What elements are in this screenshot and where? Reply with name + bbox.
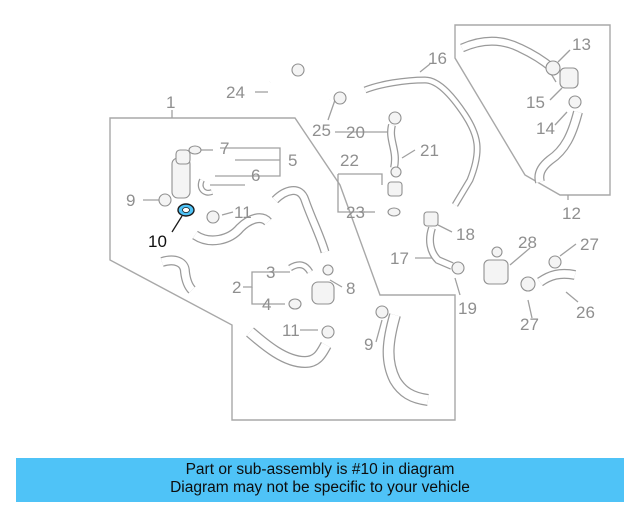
callout-21: 21 [420,141,439,160]
callout-20: 20 [346,123,365,142]
callout-19: 19 [458,299,477,318]
callout-26: 26 [576,303,595,322]
info-banner: Part or sub-assembly is #10 in diagram D… [16,458,624,502]
leader-lines [143,49,579,343]
callout-7: 7 [220,139,229,158]
parts-diagram: 1 2 3 4 5 6 7 8 9 9 10 11 11 12 13 14 15… [109,24,611,421]
callout-28: 28 [518,233,537,252]
callout-9-lower: 9 [364,335,373,354]
callout-22: 22 [340,151,359,170]
callout-10-highlighted: 10 [148,232,167,251]
callout-9-upper: 9 [126,191,135,210]
callout-25: 25 [312,121,331,140]
callout-5: 5 [288,151,297,170]
small-parts [158,60,582,339]
callout-14: 14 [536,119,555,138]
assembly-1-frame [109,117,456,421]
callout-3: 3 [266,263,275,282]
callout-13: 13 [572,35,591,54]
callout-27-upper: 27 [580,235,599,254]
callout-11-upper: 11 [234,203,252,222]
callout-15: 15 [526,93,545,112]
callout-6: 6 [251,166,260,185]
callout-16: 16 [428,49,447,68]
callout-17: 17 [390,249,409,268]
banner-line-part-number: Part or sub-assembly is #10 in diagram [185,461,455,478]
assembly-12-frame [454,24,611,196]
callout-4: 4 [262,295,271,314]
callout-11-lower: 11 [282,321,300,340]
callout-23: 23 [346,203,365,222]
callout-1: 1 [166,93,175,112]
callout-24: 24 [226,83,245,102]
callout-8: 8 [346,279,355,298]
banner-line-disclaimer: Diagram may not be specific to your vehi… [170,479,470,496]
callout-18: 18 [456,225,475,244]
callout-2: 2 [232,278,241,297]
callout-labels: 1 2 3 4 5 6 7 8 9 9 10 11 11 12 13 14 15… [126,35,599,354]
callout-12: 12 [562,204,581,223]
callout-27-lower: 27 [520,315,539,334]
hoses [160,36,583,406]
